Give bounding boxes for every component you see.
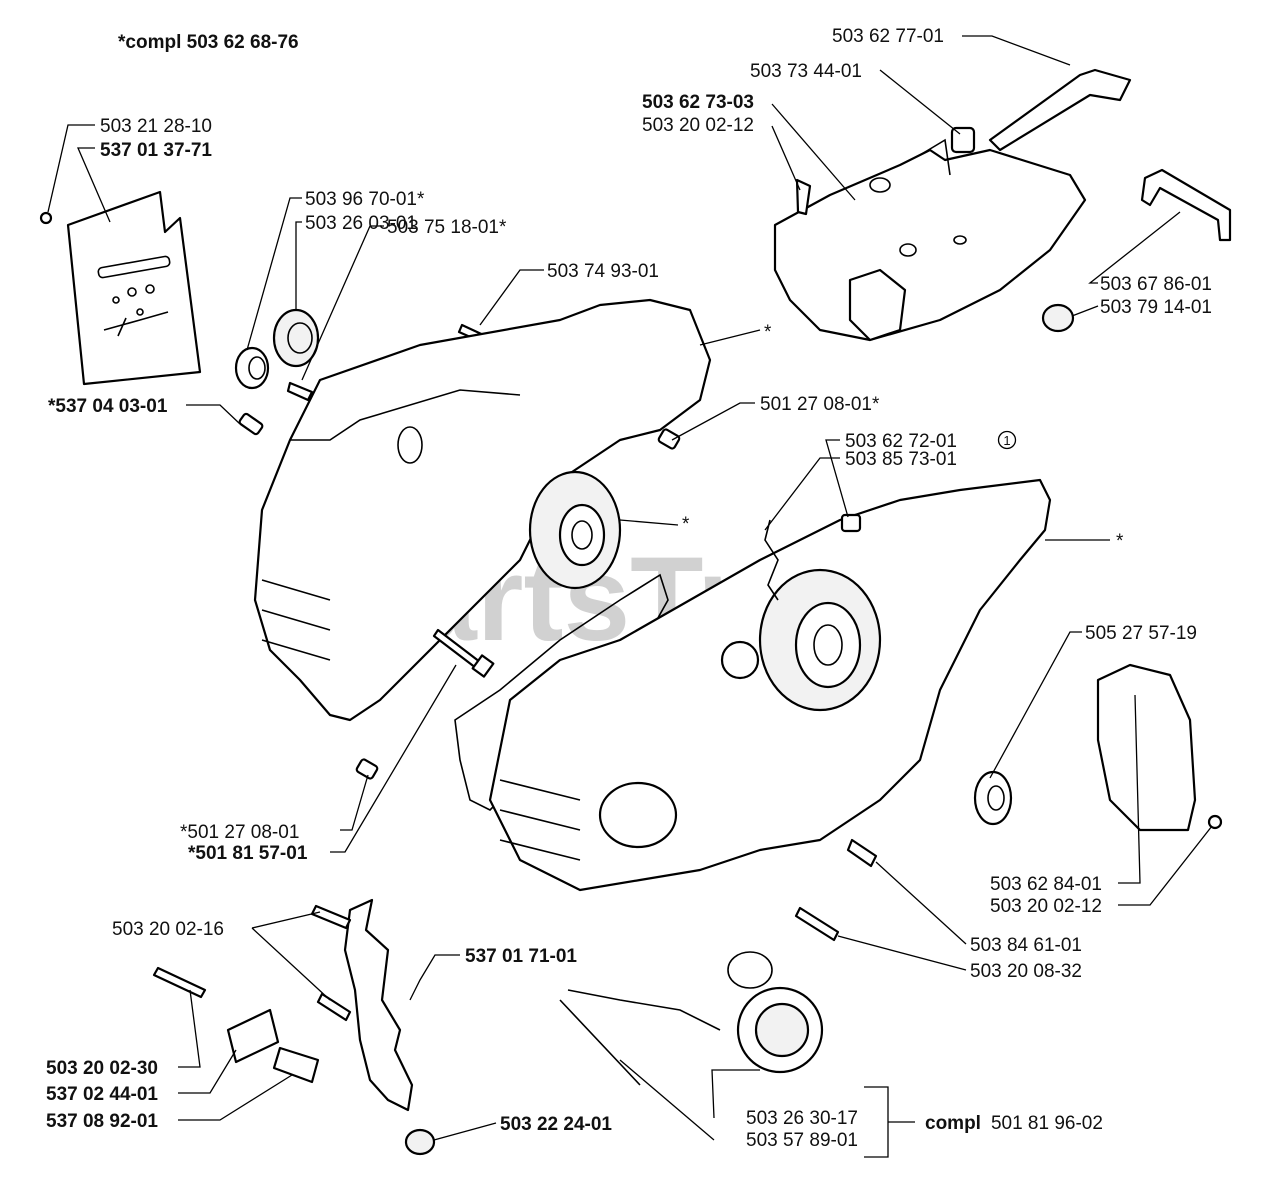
seal-right <box>973 770 1013 826</box>
star-marker-top: * <box>764 322 772 343</box>
label-503-62-73-03: 503 62 73-03 <box>642 92 754 113</box>
label-537-08-92-01: 537 08 92-01 <box>46 1111 158 1132</box>
label-503-74-93-01: 503 74 93-01 <box>547 261 659 282</box>
label-501-27-08-01-prefixed: *501 27 08-01 <box>180 822 299 843</box>
oil-seal <box>234 346 270 390</box>
label-537-04-03-01: *537 04 03-01 <box>48 396 168 417</box>
star-marker-middle: * <box>682 514 690 535</box>
label-503-20-02-12-right: 503 20 02-12 <box>990 896 1102 917</box>
label-503-26-03-01: 503 26 03-01 <box>305 213 417 234</box>
label-537-01-37-71: 537 01 37-71 <box>100 140 212 161</box>
crankcase-left <box>253 298 712 722</box>
label-503-62-84-01: 503 62 84-01 <box>990 874 1102 895</box>
hose-fitting <box>1140 168 1232 242</box>
compl-group-label: compl 501 81 96-02 <box>925 1113 1103 1134</box>
bolt-small <box>286 381 314 402</box>
label-503-21-28-10: 503 21 28-10 <box>100 116 212 137</box>
leader-lines <box>47 35 1213 1158</box>
bolt-84 <box>846 838 878 868</box>
chain-guard-plate <box>66 190 202 386</box>
cover-screw <box>1207 814 1223 830</box>
bolt-top <box>795 178 812 216</box>
bolt-0216-a <box>310 904 352 930</box>
label-503-62-72-01: 503 62 72-01 <box>845 431 957 452</box>
throttle-rod <box>988 68 1132 152</box>
screw-0832 <box>794 906 840 942</box>
wire-hook <box>764 519 779 601</box>
label-503-75-18-01: 503 75 18-01* <box>387 217 507 238</box>
sleeve-pin <box>238 412 264 436</box>
dowel-right <box>840 513 862 533</box>
label-503-73-44-01: 503 73 44-01 <box>750 61 862 82</box>
compl-number: 501 81 96-02 <box>991 1113 1103 1134</box>
bolt-0230 <box>152 966 207 999</box>
label-503-26-30-17: 503 26 30-17 <box>746 1108 858 1129</box>
air-cover <box>1096 663 1197 832</box>
dowel-pin-lower <box>355 758 379 780</box>
screw-small <box>39 211 53 225</box>
label-503-96-70-01: 503 96 70-01* <box>305 189 425 210</box>
dowel-pin <box>657 428 681 450</box>
star-marker-right: * <box>1116 531 1124 552</box>
label-501-81-57-01: *501 81 57-01 <box>188 843 308 864</box>
circled-one-icon: 1 <box>997 430 1017 450</box>
long-bolt <box>432 628 495 678</box>
label-537-01-71-01: 537 01 71-01 <box>465 946 577 967</box>
label-503-79-14-01: 503 79 14-01 <box>1100 297 1212 318</box>
circled-one-text: 1 <box>1003 433 1010 448</box>
sleeve <box>272 1046 320 1084</box>
bumper-spike <box>343 898 414 1112</box>
label-503-57-89-01: 503 57 89-01 <box>746 1130 858 1151</box>
nut <box>404 1128 436 1156</box>
label-503-22-24-01: 503 22 24-01 <box>500 1114 612 1135</box>
fuel-cap <box>736 986 824 1074</box>
label-503-85-73-01: 503 85 73-01 <box>845 449 957 470</box>
spacer <box>226 1008 280 1064</box>
label-503-20-02-16: 503 20 02-16 <box>112 919 224 940</box>
bolt-0216-b <box>316 992 352 1022</box>
label-503-20-02-30: 503 20 02-30 <box>46 1058 158 1079</box>
label-501-27-08-01-star: 501 27 08-01* <box>760 394 880 415</box>
label-537-02-44-01: 537 02 44-01 <box>46 1084 158 1105</box>
plug-cap <box>1041 303 1075 333</box>
retainer-strap <box>559 951 773 1086</box>
label-503-20-02-12-top: 503 20 02-12 <box>642 115 754 136</box>
label-503-62-77-01: 503 62 77-01 <box>832 26 944 47</box>
crankcase-right <box>488 478 1052 892</box>
label-503-84-61-01: 503 84 61-01 <box>970 935 1082 956</box>
compl-prefix: compl <box>925 1113 981 1134</box>
tank-cover <box>773 138 1087 342</box>
grommet <box>950 126 976 154</box>
label-503-67-86-01: 503 67 86-01 <box>1100 274 1212 295</box>
label-503-20-08-32: 503 20 08-32 <box>970 961 1082 982</box>
label-505-27-57-19: 505 27 57-19 <box>1085 623 1197 644</box>
kit-label: *compl 503 62 68-76 <box>118 32 299 53</box>
